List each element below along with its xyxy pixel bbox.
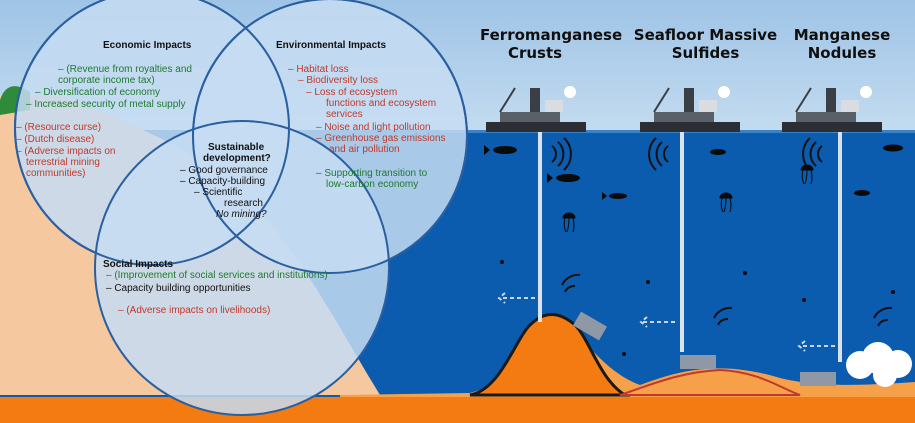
hydrothermal-mound <box>619 368 801 396</box>
seafloor-organisms <box>500 260 895 356</box>
jellyfish <box>562 164 814 233</box>
mining-ship-crusts <box>486 86 586 132</box>
economic-item: – (Dutch disease) <box>16 134 95 145</box>
center-item: – Capacity-building <box>180 176 266 187</box>
center-item: – Scientific <box>194 187 243 198</box>
fish <box>484 144 903 200</box>
economic-item: – (Adverse impacts on <box>16 146 116 157</box>
environmental-item: – Loss of ecosystem <box>306 87 398 98</box>
environmental-item: – Habitat loss <box>288 64 349 75</box>
venn-diagram <box>14 0 468 416</box>
environmental-item: low-carbon economy <box>326 179 419 190</box>
economic-item: terrestrial mining <box>26 157 100 168</box>
environmental-item: and air pollution <box>329 144 400 155</box>
economic-item: – (Resource curse) <box>16 122 102 133</box>
economic-impacts-title: Economic Impacts <box>103 40 192 51</box>
environmental-item: functions and ecosystem <box>326 98 437 109</box>
deposit-title-crusts: Ferromanganese Crusts <box>480 26 623 62</box>
environmental-item: – Greenhouse gas emissions <box>316 133 446 144</box>
social-item: – Capacity building opportunities <box>106 283 251 294</box>
center-title: Sustainable <box>208 142 265 153</box>
seamount <box>469 313 631 397</box>
sediment-cloud <box>846 342 912 387</box>
mining-ship-sulfides <box>640 86 740 132</box>
center-item: research <box>224 198 263 209</box>
environmental-item: – Biodiversity loss <box>298 75 379 86</box>
seafloor-collectors <box>573 311 836 386</box>
social-impacts-circle <box>94 120 390 416</box>
environmental-item: – Noise and light pollution <box>316 122 431 133</box>
bedrock-band <box>0 397 915 423</box>
social-item: – (Improvement of social services and in… <box>106 270 328 281</box>
environmental-item: – Supporting transition to <box>316 168 428 179</box>
social-impacts-title: Social Impacts <box>103 259 174 270</box>
noise-waves <box>551 137 893 327</box>
deposit-title-nodules: Manganese Nodules <box>793 26 891 62</box>
riser-pipe-crusts <box>538 132 542 322</box>
riser-pipe-nodules <box>838 132 842 362</box>
mining-ship-nodules <box>782 86 882 132</box>
center-item-no-mining: No mining? <box>216 209 267 220</box>
center-title: development? <box>203 153 271 164</box>
riser-pipe-sulfides <box>680 132 684 352</box>
economic-item: – (Revenue from royalties and <box>58 64 192 75</box>
social-item: – (Adverse impacts on livelihoods) <box>118 305 271 316</box>
deposit-title-sulfides: Seafloor Massive Sulfides <box>633 26 778 62</box>
environmental-impacts-title: Environmental Impacts <box>276 40 387 51</box>
sediment-plume-arrows <box>497 292 835 352</box>
economic-item: communities) <box>26 168 86 179</box>
economic-item: – Diversification of economy <box>35 87 161 98</box>
center-item: – Good governance <box>180 165 268 176</box>
economic-item: corporate income tax) <box>58 75 155 86</box>
economic-item: – Increased security of metal supply <box>26 99 186 110</box>
environmental-item: services <box>326 109 363 120</box>
